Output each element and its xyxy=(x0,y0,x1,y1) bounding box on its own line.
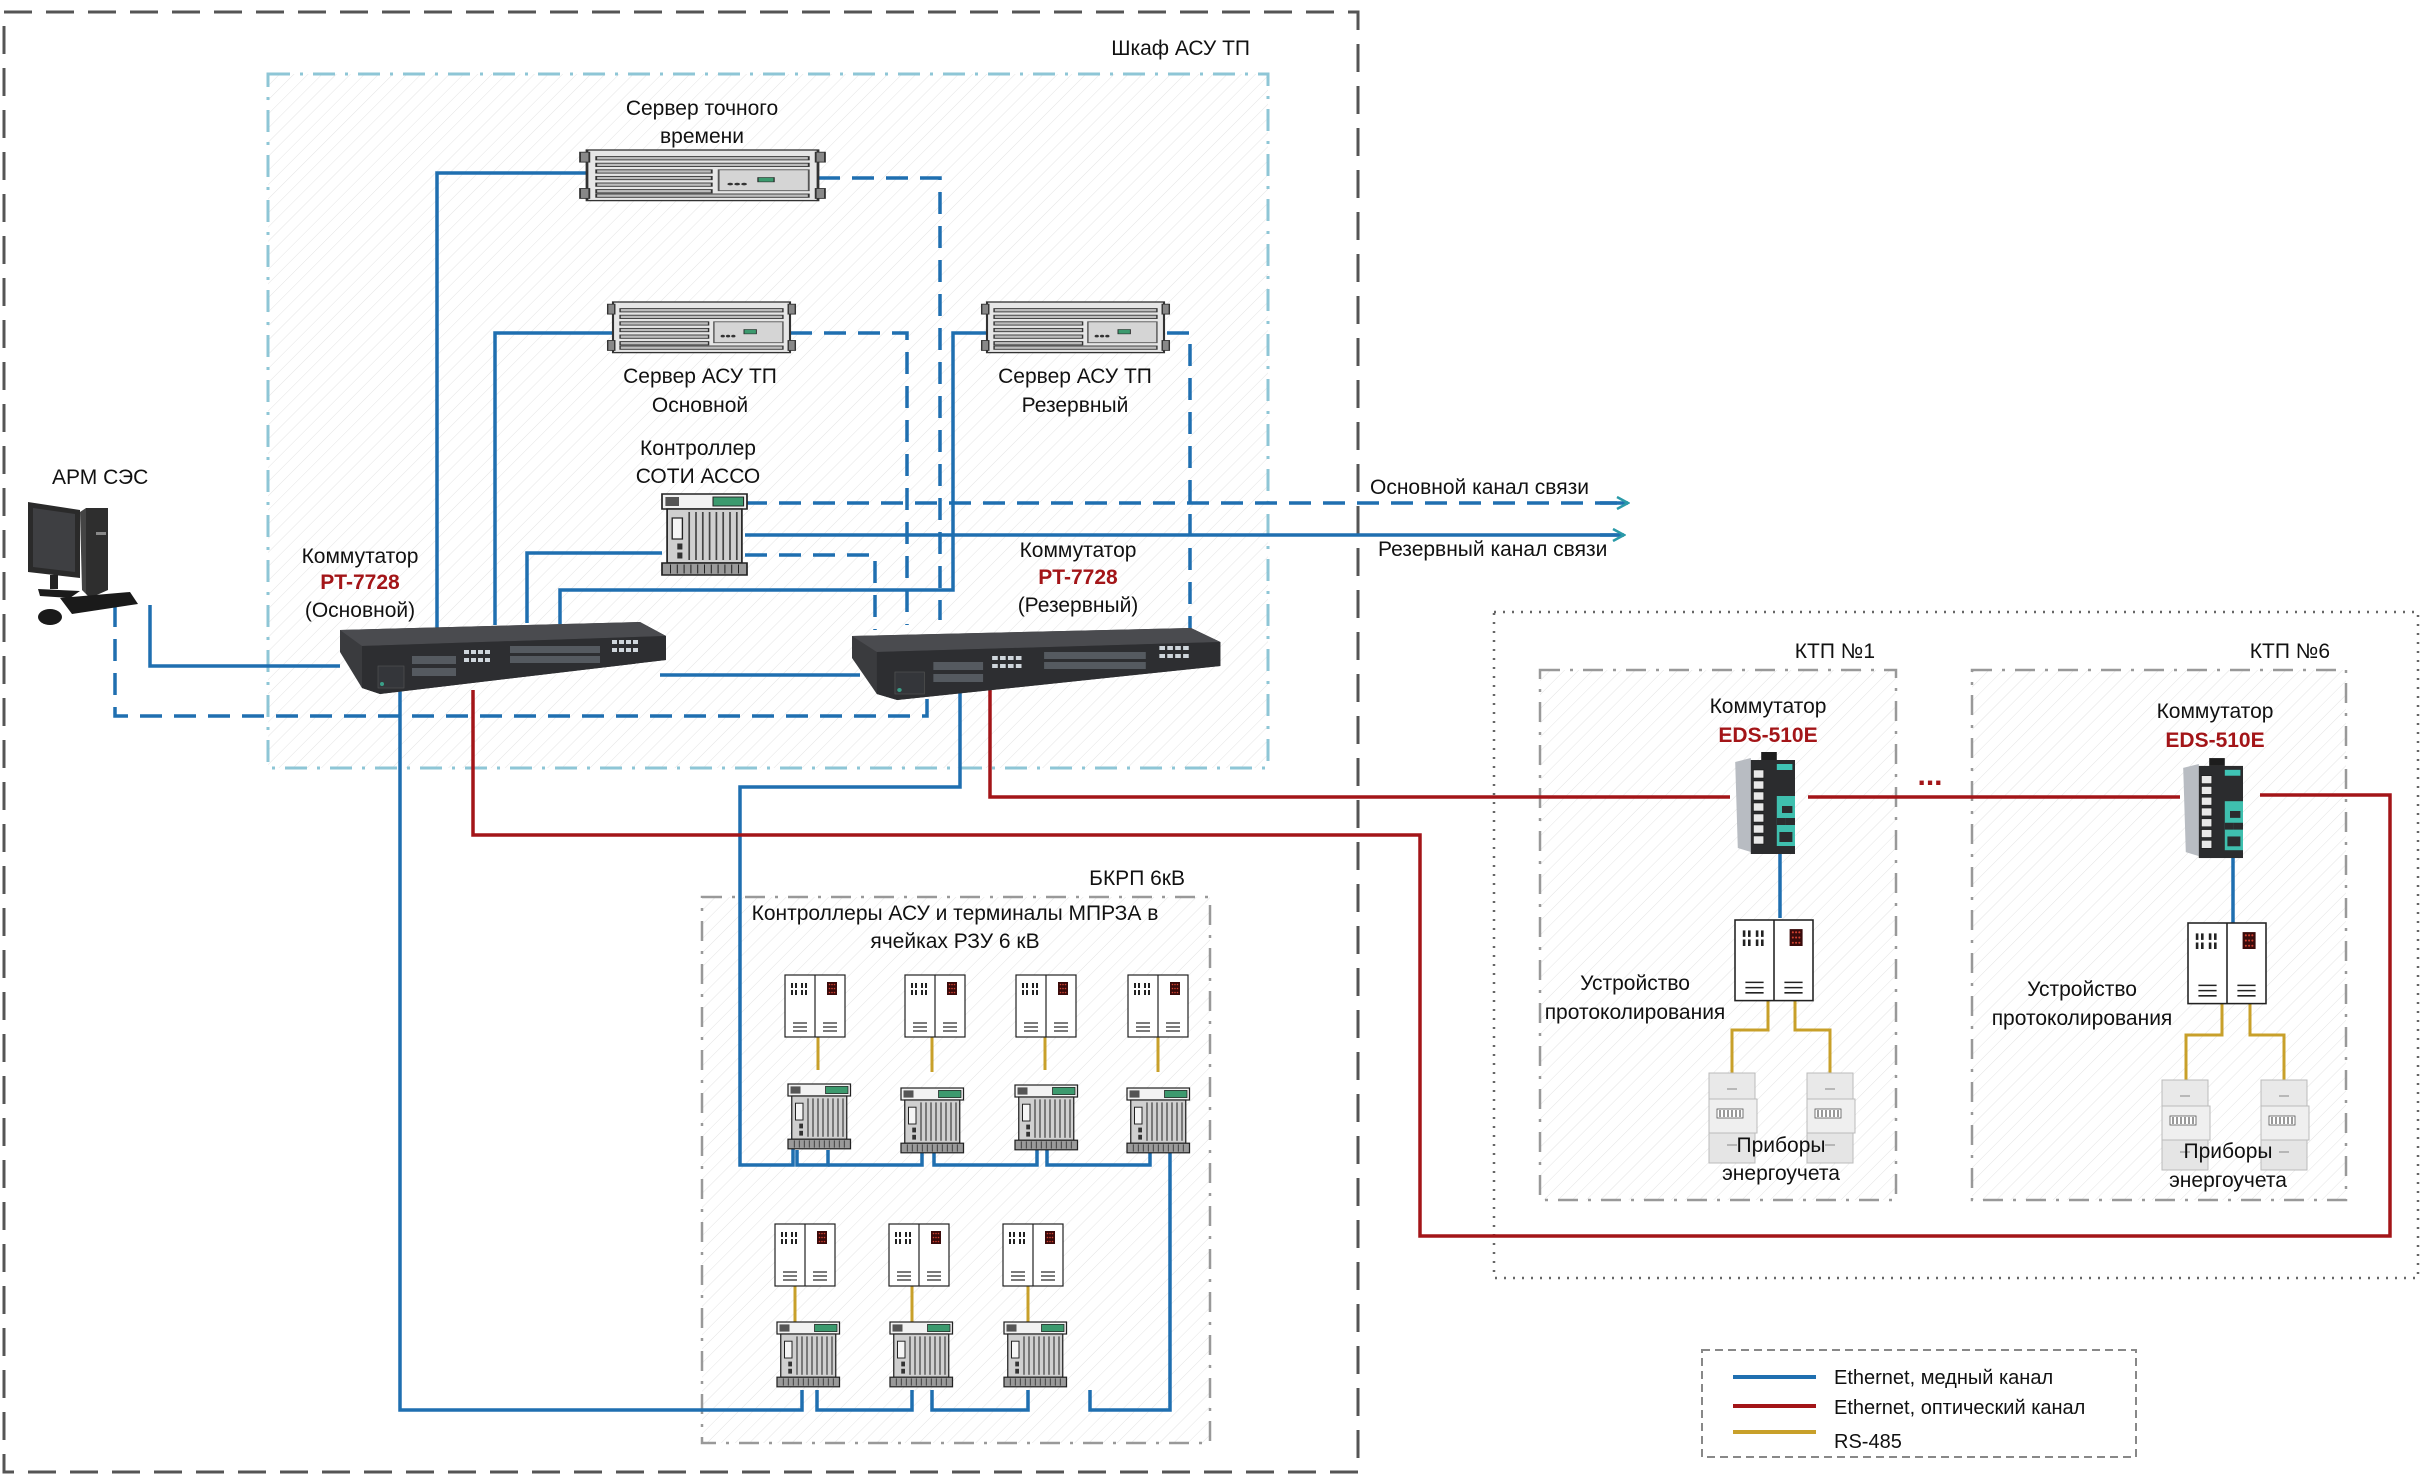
ktp1-meters-label-line2: энергоучета xyxy=(1722,1162,1840,1185)
ktp1-logger-label-line1: Устройство xyxy=(1580,972,1690,995)
controller-2 xyxy=(900,1087,965,1154)
server-main-label-line1: Сервер АСУ ТП xyxy=(623,365,777,388)
ktp-outer-zone xyxy=(1492,610,2420,1280)
ktp6-logger-label-line1: Устройство xyxy=(2027,978,2137,1001)
ktp6-switch-model: EDS-510E xyxy=(2165,729,2264,752)
bkrp-controllers-row2 xyxy=(776,1321,1068,1388)
switch-reserve-model: PT-7728 xyxy=(1038,566,1118,589)
ktp1-meters-label-line1: Приборы xyxy=(1737,1134,1826,1157)
terminal-6 xyxy=(888,1223,950,1287)
terminal-7 xyxy=(1002,1223,1064,1287)
ktp1-title: КТП №1 xyxy=(1795,640,1875,663)
ktp-ellipsis: ... xyxy=(1917,759,1942,792)
terminal-2 xyxy=(904,974,966,1038)
ktp1-logger[interactable] xyxy=(1734,919,1814,1002)
soti-label-line1: Контроллер xyxy=(640,437,756,460)
legend: Ethernet, медный канал Ethernet, оптичес… xyxy=(1701,1349,2137,1458)
switch-reserve-label-line1: Коммутатор xyxy=(1020,539,1137,562)
switch-main-label-line1: Коммутатор xyxy=(302,545,419,568)
switch-reserve-label-line3: (Резервный) xyxy=(1018,594,1139,617)
copper-links xyxy=(148,171,2235,1412)
switch-main-label-line3: (Основной) xyxy=(305,599,415,622)
ktp1-switch-model: EDS-510E xyxy=(1718,724,1817,747)
server-asu-main[interactable] xyxy=(606,300,797,354)
time-server-label-line1: Сервер точного xyxy=(626,97,778,120)
ktp6-logger-label-line2: протоколирования xyxy=(1992,1007,2173,1030)
controller-1 xyxy=(787,1083,852,1150)
optical-links xyxy=(471,690,2392,1238)
legend-label-rs485: RS-485 xyxy=(1834,1431,1902,1453)
bkrp-row2-chain xyxy=(815,1390,1030,1412)
controller-6 xyxy=(889,1321,954,1388)
workstation-label: АРМ СЭС xyxy=(52,466,148,489)
controller-4 xyxy=(1126,1087,1191,1154)
legend-label-optical: Ethernet, оптический канал xyxy=(1834,1397,2085,1419)
bkrp-row1-chain xyxy=(795,1150,1172,1412)
server-asu-reserve[interactable] xyxy=(980,300,1171,354)
ktp6-switch-label: Коммутатор xyxy=(2157,700,2274,723)
terminal-5 xyxy=(774,1223,836,1287)
terminal-4 xyxy=(1127,974,1189,1038)
bkrp-terminals-row2 xyxy=(774,1223,1064,1287)
copper-links-dashed xyxy=(113,176,1620,718)
ktp6-title: КТП №6 xyxy=(2250,640,2330,663)
controller-3 xyxy=(1014,1084,1079,1151)
legend-box xyxy=(1701,1349,2137,1458)
bkrp-caption-line2: ячейках РЗУ 6 кВ xyxy=(870,930,1039,953)
ktp1-switch-eds510e[interactable] xyxy=(1734,751,1796,855)
terminal-1 xyxy=(784,974,846,1038)
ktp6-switch-eds510e[interactable] xyxy=(2182,757,2244,859)
controller-7 xyxy=(1003,1321,1068,1388)
rs485-links xyxy=(793,1000,2286,1322)
ktp1-logger-label-line2: протоколирования xyxy=(1545,1001,1726,1024)
bkrp-caption-line1: Контроллеры АСУ и терминалы МПРЗА в xyxy=(752,902,1159,925)
ktp6-meters-label-line2: энергоучета xyxy=(2169,1169,2287,1192)
soti-label-line2: СОТИ АССО xyxy=(636,465,761,488)
terminal-3 xyxy=(1015,974,1077,1038)
ktp6-logger[interactable] xyxy=(2187,922,2267,1005)
time-server-label-line2: времени xyxy=(660,125,744,148)
ktp6-meters-label-line1: Приборы xyxy=(2184,1140,2273,1163)
legend-label-copper: Ethernet, медный канал xyxy=(1834,1367,2053,1389)
server-reserve-label-line2: Резервный xyxy=(1022,394,1129,417)
reserve-channel-label: Резервный канал связи xyxy=(1378,538,1607,561)
bkrp-title: БКРП 6кВ xyxy=(1089,867,1185,890)
soti-controller[interactable] xyxy=(661,493,748,576)
controller-5 xyxy=(776,1321,841,1388)
ktp1-switch-label: Коммутатор xyxy=(1710,695,1827,718)
workstation-pc[interactable] xyxy=(28,502,138,625)
time-server[interactable] xyxy=(578,148,827,202)
server-main-label-line2: Основной xyxy=(652,394,748,417)
server-reserve-label-line1: Сервер АСУ ТП xyxy=(998,365,1152,388)
switch-main-model: PT-7728 xyxy=(320,571,400,594)
cabinet-boundary xyxy=(2,10,1360,1474)
main-channel-label: Основной канал связи xyxy=(1370,476,1589,499)
cabinet-title: Шкаф АСУ ТП xyxy=(1111,37,1250,60)
